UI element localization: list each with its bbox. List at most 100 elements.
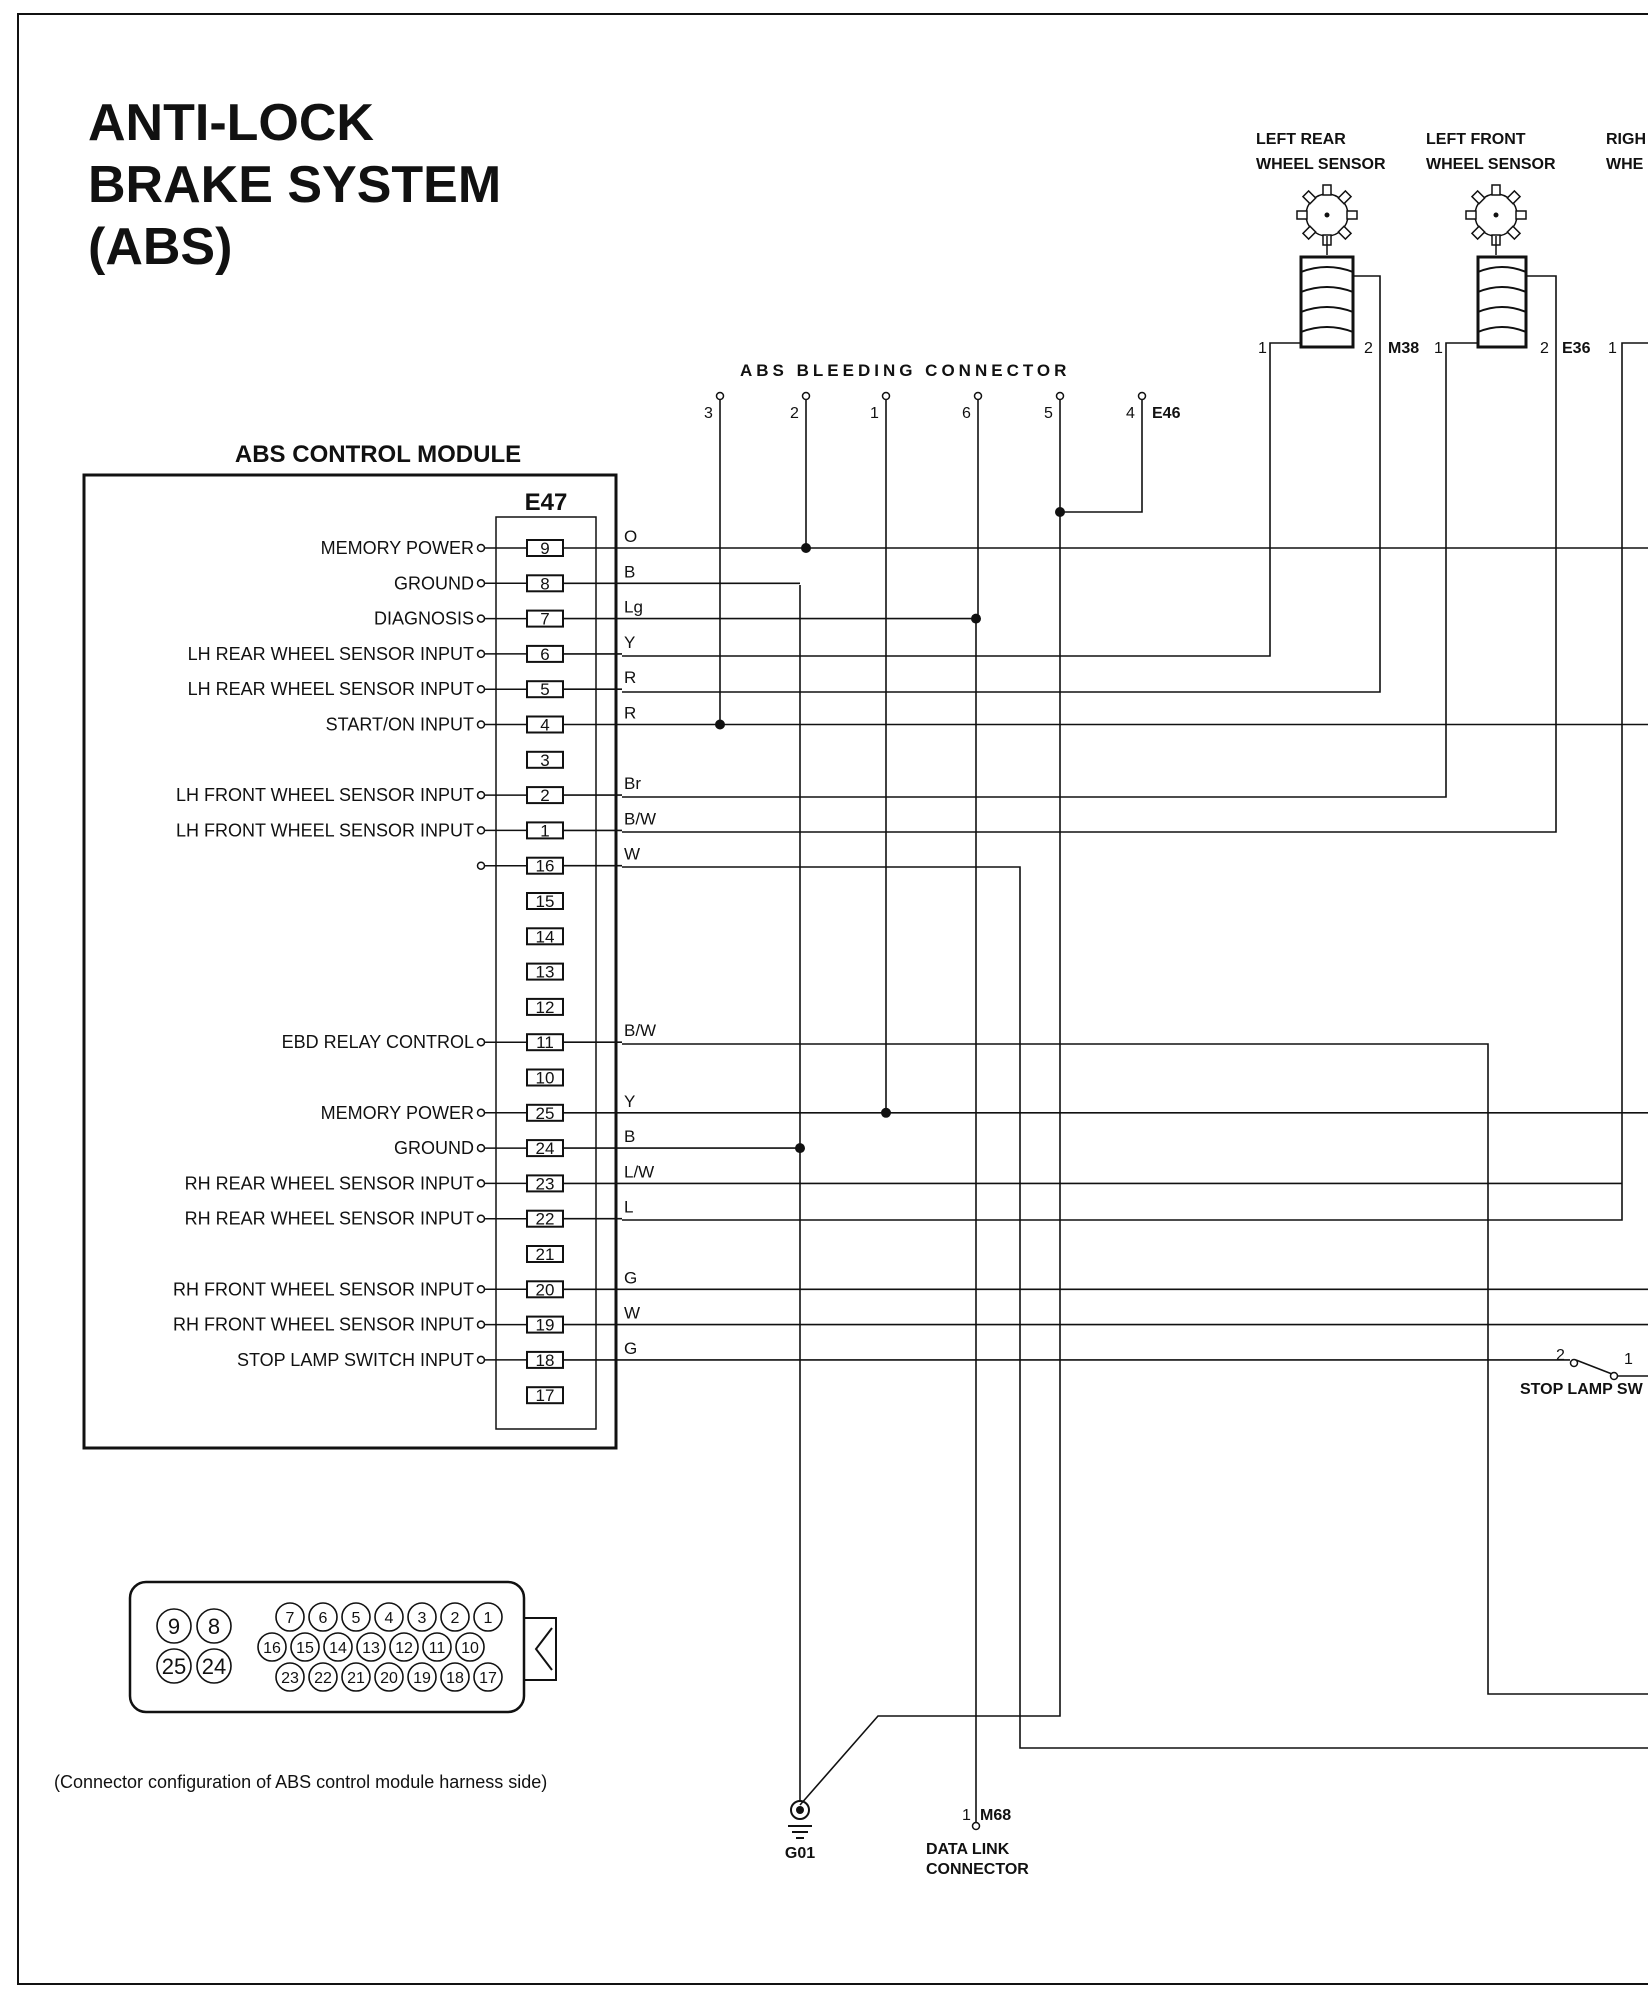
pin-number: 17	[536, 1386, 555, 1405]
wire-color: Lg	[624, 598, 643, 617]
pin-box	[526, 1068, 564, 1087]
bleeding-pin-number: 3	[704, 405, 713, 422]
pin-box	[526, 997, 564, 1016]
pin-number: 6	[540, 645, 549, 664]
diagram-title-line-1: ANTI-LOCK	[88, 94, 374, 152]
connector-block	[495, 516, 597, 1430]
module-title: ABS CONTROL MODULE	[235, 441, 521, 468]
bleeding-pin-4: 4	[1126, 391, 1147, 422]
pin-label: START/ON INPUT	[326, 715, 474, 735]
pin-label: LH REAR WHEEL SENSOR INPUT	[188, 644, 474, 664]
face-pin-number: 19	[413, 1670, 431, 1687]
face-pin-number: 15	[296, 1640, 314, 1657]
face-pin-1: 1	[473, 1602, 503, 1632]
wire-color: L	[624, 1198, 633, 1217]
face-pin-number: 23	[281, 1670, 299, 1687]
pin-label: GROUND	[394, 573, 474, 593]
bleeding-pin-number: 5	[1044, 405, 1053, 422]
face-pin-3: 3	[407, 1602, 437, 1632]
pin-box	[526, 1245, 564, 1263]
wire-color: L/W	[624, 1162, 654, 1181]
pin-terminal	[476, 1143, 486, 1153]
wire-color: R	[624, 668, 636, 687]
face-pin-number: 17	[479, 1670, 497, 1687]
face-pin-6: 6	[308, 1602, 338, 1632]
diagram-title-line-3: (ABS)	[88, 218, 232, 276]
pin-terminal	[476, 826, 486, 835]
module-box	[82, 473, 618, 1450]
face-pin-21: 21	[341, 1662, 371, 1692]
pin-number: 12	[536, 998, 555, 1017]
stop-lamp-switch: 2 1 STOP LAMP SW	[1520, 1347, 1648, 1398]
pin-terminal	[476, 614, 486, 623]
page-border	[17, 13, 1648, 1985]
pin-row-13: 13	[526, 962, 564, 982]
data-link-pin: 1	[962, 1807, 971, 1824]
pin-number: 8	[540, 574, 549, 593]
face-pin-12: 12	[389, 1632, 419, 1662]
pin-number: 10	[536, 1069, 555, 1088]
data-link-label-1: DATA LINK	[926, 1841, 1010, 1858]
pin-number: 9	[540, 539, 549, 558]
right-sensor-label-2: WHE	[1606, 156, 1644, 173]
bleeding-connector-title: ABS BLEEDING CONNECTOR	[740, 361, 1070, 380]
pin-label: RH REAR WHEEL SENSOR INPUT	[185, 1209, 474, 1229]
face-pin-number: 25	[162, 1654, 186, 1679]
bleeding-pin-2: 2	[790, 391, 811, 422]
left-front-connector-id: E36	[1562, 340, 1591, 357]
bleeding-pin-number: 2	[790, 405, 799, 422]
pin-label: RH FRONT WHEEL SENSOR INPUT	[173, 1315, 474, 1335]
pin-number: 15	[536, 892, 555, 911]
pin-number: 11	[536, 1033, 554, 1052]
bleeding-connector-id: E46	[1152, 405, 1181, 422]
pin-number: 3	[540, 751, 549, 770]
bleeding-pin-number: 1	[870, 405, 879, 422]
face-pin-number: 6	[319, 1610, 328, 1627]
connector-caption: (Connector configuration of ABS control …	[54, 1772, 547, 1792]
pin-box	[526, 892, 564, 910]
left-front-wheel-sensor: LEFT FRONT WHEEL SENSOR 1 2 E36	[622, 131, 1591, 833]
stop-lamp-pin-2: 2	[1556, 1347, 1565, 1364]
pin-number: 23	[536, 1174, 555, 1193]
left-rear-sensor-label-1: LEFT REAR	[1256, 131, 1346, 148]
data-link-id: M68	[980, 1807, 1011, 1824]
wire-color: B/W	[624, 809, 656, 828]
pin-number: 19	[536, 1316, 555, 1335]
pin-number: 5	[540, 680, 549, 699]
pin-row-17: 17	[526, 1386, 564, 1405]
pin-label: LH FRONT WHEEL SENSOR INPUT	[176, 820, 474, 840]
face-pin-5: 5	[341, 1602, 371, 1632]
wire-color: W	[624, 845, 640, 864]
ground-id: G01	[785, 1845, 815, 1862]
pin-box	[526, 750, 564, 769]
left-rear-pin-1: 1	[1258, 340, 1267, 357]
pin-row-3: 3	[526, 750, 564, 770]
face-pin-20: 20	[374, 1662, 404, 1692]
pin-terminal	[476, 1285, 486, 1294]
face-pin-17: 17	[473, 1662, 503, 1692]
left-rear-pin-2: 2	[1364, 340, 1373, 357]
face-pin-22: 22	[308, 1662, 338, 1692]
wire-color: B	[624, 1127, 635, 1146]
face-pin-number: 1	[484, 1610, 493, 1627]
wire-color: Br	[624, 774, 641, 793]
pin-terminal	[476, 720, 486, 729]
right-sensor-label-1: RIGH	[1606, 131, 1646, 148]
pin-row-4: 4 START/ON INPUT R	[326, 704, 1648, 735]
pin-label: DIAGNOSIS	[374, 609, 474, 629]
wire-color: G	[624, 1268, 637, 1287]
wire-color: R	[624, 704, 636, 723]
pin-number: 21	[536, 1245, 555, 1264]
pin-number: 4	[540, 716, 549, 735]
wire-color: W	[624, 1304, 640, 1323]
left-rear-connector-id: M38	[1388, 340, 1419, 357]
